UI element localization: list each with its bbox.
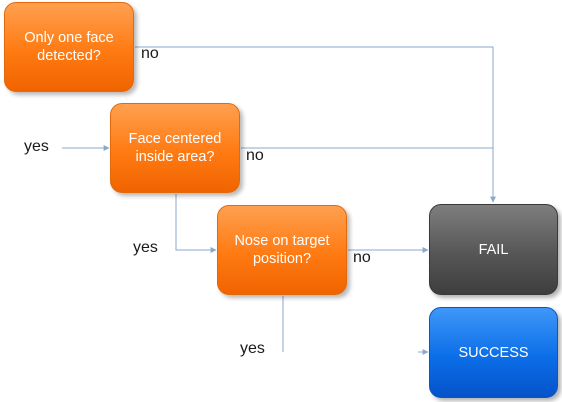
edge-label-no-nose: no [353,249,371,266]
edge-label-yes-nose: yes [240,340,265,357]
decision-nose-on-target-label: Nose on target position? [234,233,330,267]
terminal-fail-label: FAIL [478,241,509,258]
terminal-fail: FAIL [429,204,558,295]
edge-one-face-no [135,46,496,203]
decision-face-centered: Face centered inside area? [110,103,240,193]
edge-label-no-centered: no [246,147,264,164]
decision-nose-on-target: Nose on target position? [217,205,347,295]
decision-only-one-face: Only one face detected? [4,2,134,92]
edge-centered-yes [175,194,217,253]
edge-label-no-one-face: no [141,45,159,62]
decision-face-centered-label: Face centered inside area? [128,131,222,165]
decision-only-one-face-label: Only one face detected? [24,30,114,64]
terminal-success-label: SUCCESS [458,344,529,361]
edge-label-yes-centered: yes [133,239,158,256]
terminal-success: SUCCESS [429,307,558,398]
edge-label-yes-entry: yes [24,138,49,155]
